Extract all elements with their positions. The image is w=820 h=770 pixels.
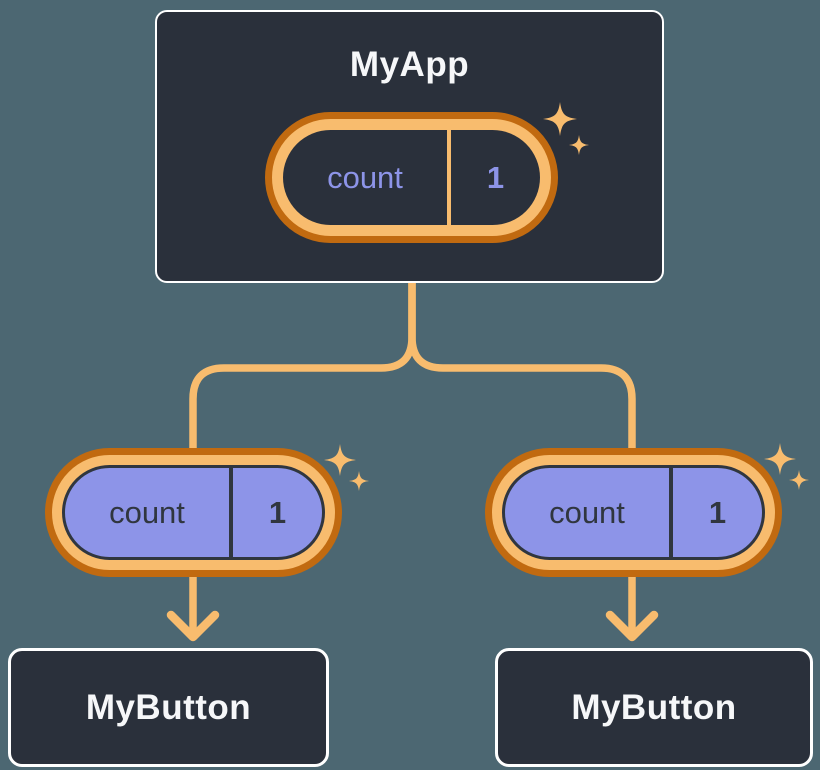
- arrow-down-icon: [605, 610, 659, 642]
- node-title-mybutton: MyButton: [571, 687, 737, 727]
- pill-divider: [447, 130, 451, 225]
- state-pill-mybutton-left: count 1: [45, 448, 342, 577]
- state-value: 1: [268, 494, 287, 530]
- state-value: 1: [708, 494, 727, 530]
- node-title-mybutton: MyButton: [85, 687, 252, 727]
- pill-divider: [669, 468, 673, 557]
- state-label: count: [327, 159, 403, 195]
- state-pill-core: count 1: [502, 465, 765, 560]
- node-mybutton-right: MyButton: [495, 648, 813, 767]
- state-value: 1: [486, 159, 505, 195]
- state-pill-myapp: count 1: [265, 112, 558, 243]
- connector-right: [408, 279, 636, 632]
- node-mybutton-left: MyButton: [8, 648, 329, 767]
- state-pill-mybutton-right: count 1: [485, 448, 782, 577]
- state-label: count: [109, 494, 185, 530]
- node-title-myapp: MyApp: [349, 45, 470, 84]
- state-pill-core: count 1: [62, 465, 325, 560]
- state-pill-core: count 1: [283, 130, 540, 225]
- state-label: count: [549, 494, 625, 530]
- pill-divider: [229, 468, 233, 557]
- arrow-down-icon: [166, 610, 220, 642]
